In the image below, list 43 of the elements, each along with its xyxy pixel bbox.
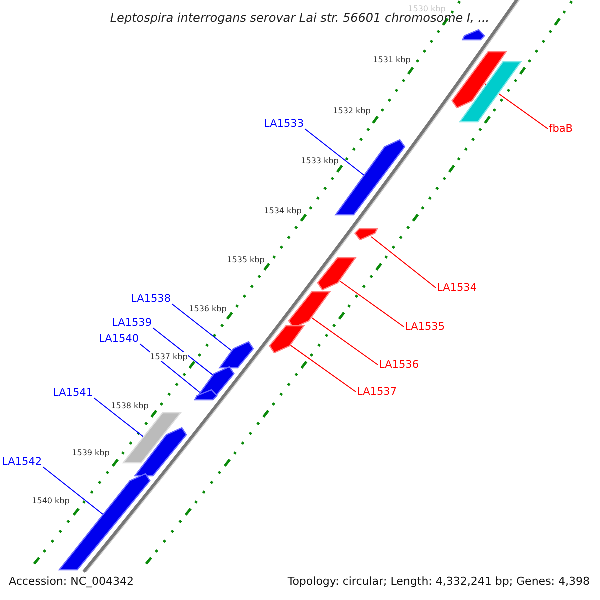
leader-line	[304, 128, 366, 176]
scale-label: 1536 kbp	[189, 304, 227, 314]
scale-label: 1538 kbp	[111, 402, 149, 410]
scale-label: 1537 kbp	[150, 352, 188, 362]
gene-label: LA1538	[131, 293, 171, 305]
gene-feature	[269, 325, 306, 354]
scale-label: 1533 kbp	[301, 156, 339, 166]
gene-label: LA1535	[405, 321, 445, 333]
gene-label: LA1536	[379, 359, 419, 371]
gene-label: LA1533	[264, 118, 304, 130]
leader-line	[338, 280, 404, 328]
leader-line	[370, 236, 436, 288]
scale-label: 1535 kbp	[227, 256, 265, 264]
scale-label: 1534 kbp	[264, 206, 302, 216]
scale-label: 1532 kbp	[333, 106, 371, 116]
leader-line	[94, 398, 144, 438]
leader-line	[310, 316, 378, 366]
gene-feature	[194, 389, 218, 401]
gene-feature	[354, 228, 378, 241]
gene-label: LA1534	[437, 282, 477, 294]
gene-feature	[317, 257, 357, 291]
gene-label: LA1540	[99, 333, 139, 345]
gene-label: LA1539	[112, 317, 152, 329]
leader-line	[42, 466, 104, 516]
map-title: Leptospira interrogans serovar Lai str. 56601 chromosome I, ...	[109, 12, 491, 24]
leader-line	[152, 328, 214, 376]
gene-label: LA1542	[2, 456, 42, 468]
gene-feature	[122, 412, 182, 464]
leader-line	[289, 344, 356, 392]
scale-label: 1540 kbp	[32, 496, 70, 506]
scale-label: 1539 kbp	[72, 448, 110, 458]
gene-feature	[218, 341, 254, 369]
accession-text: Accession: NC_004342	[9, 576, 134, 588]
gene-feature	[458, 61, 522, 123]
scale-label: 1531 kbp	[373, 56, 411, 64]
gene-feature	[134, 427, 188, 477]
gene-label: LA1537	[357, 386, 397, 398]
genome-info-text: Topology: circular; Length: 4,332,241 bp; Genes: 4,398	[288, 576, 590, 588]
gene-feature	[462, 29, 486, 41]
leader-line	[172, 304, 234, 352]
gene-label: LA1541	[53, 387, 93, 399]
gene-feature	[452, 51, 508, 109]
gene-label: fbaB	[549, 123, 573, 135]
